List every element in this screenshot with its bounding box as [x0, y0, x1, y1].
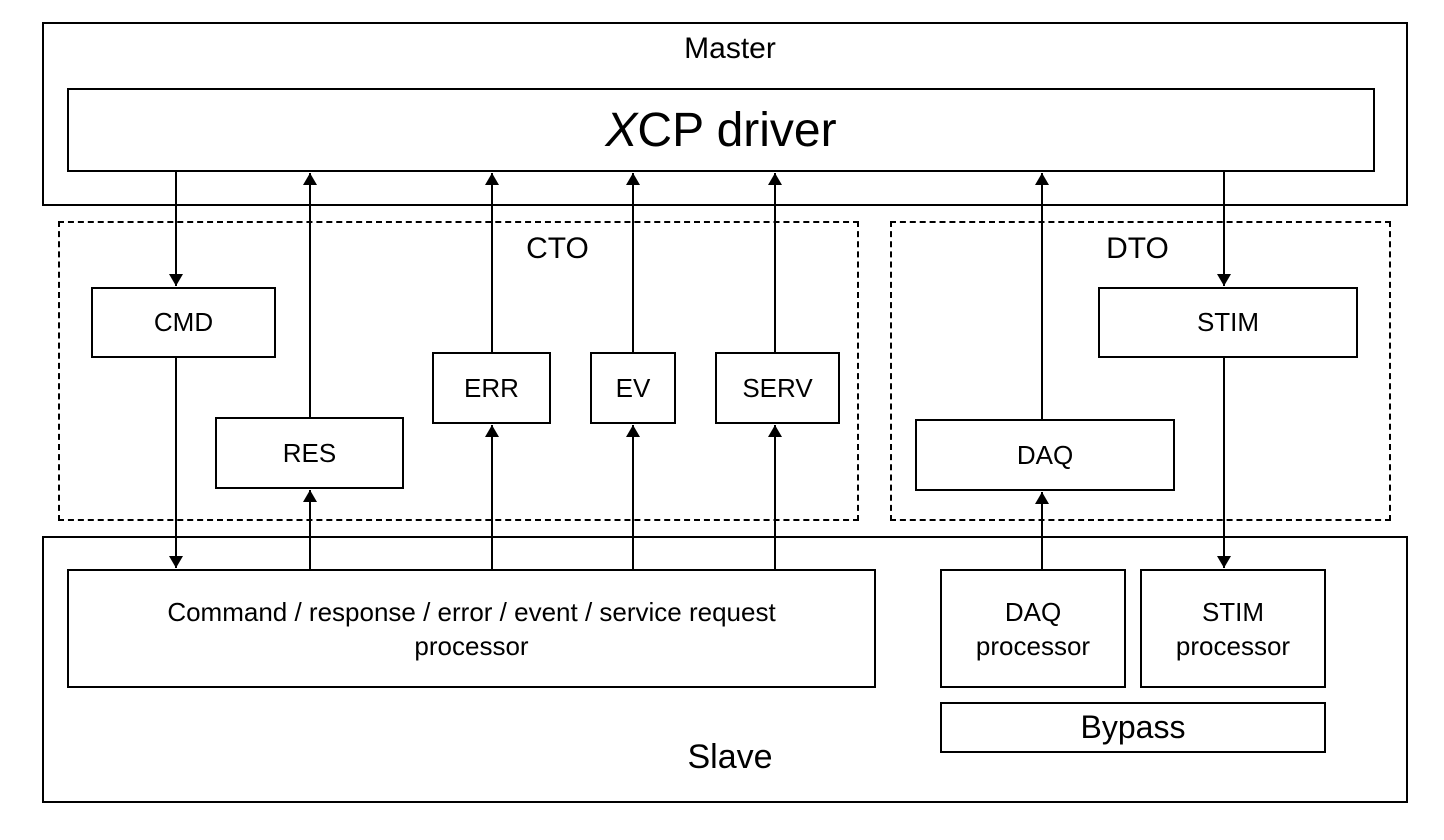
xcp-driver-prefix: X	[605, 103, 638, 157]
master-title: Master	[684, 32, 776, 65]
dto-title: DTO	[1106, 232, 1169, 265]
daq-processor-line1: DAQ	[1004, 596, 1062, 627]
stim-processor-line2: processor	[1175, 630, 1291, 661]
cto-region	[58, 221, 859, 521]
command-processor-box: Command / response / error / event / ser…	[67, 569, 876, 688]
daq-processor-box: DAQ processor	[940, 569, 1126, 688]
bypass-box: Bypass	[940, 702, 1326, 753]
command-processor-line2: processor	[414, 630, 529, 661]
xcp-driver-label: CP driver	[637, 103, 837, 157]
command-processor-line1: Command / response / error / event / ser…	[167, 596, 776, 627]
stim-processor-line1: STIM	[1201, 596, 1265, 627]
ev-box: EV	[590, 352, 676, 424]
daq-box: DAQ	[915, 419, 1175, 491]
cto-title: CTO	[526, 232, 589, 265]
cmd-box: CMD	[91, 287, 276, 358]
err-box: ERR	[432, 352, 551, 424]
stim-processor-box: STIM processor	[1140, 569, 1326, 688]
slave-title: Slave	[687, 738, 773, 776]
res-box: RES	[215, 417, 404, 489]
stim-box: STIM	[1098, 287, 1358, 358]
daq-processor-line2: processor	[975, 630, 1091, 661]
dto-region	[890, 221, 1391, 521]
serv-box: SERV	[715, 352, 840, 424]
